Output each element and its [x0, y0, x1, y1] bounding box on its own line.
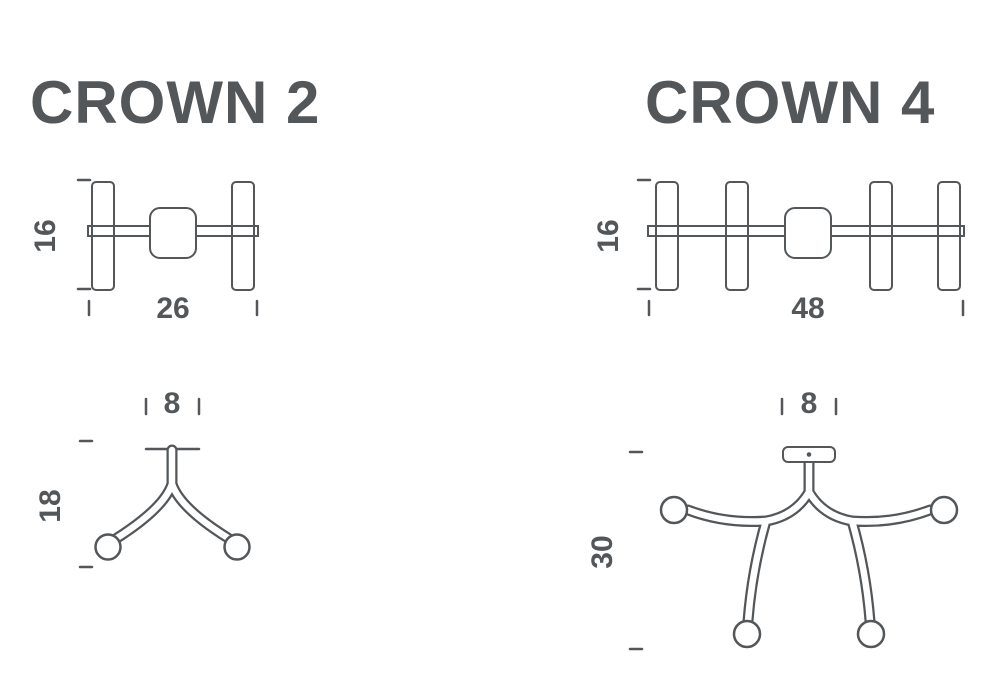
crown4-title: CROWN 4: [645, 69, 935, 136]
lamp-bulb: [732, 619, 762, 649]
lamp-bulb: [659, 495, 689, 525]
height-dimension-label: 16: [592, 219, 625, 252]
crown2-side-view: 16 26: [29, 178, 259, 325]
canopy-screw: [806, 452, 812, 457]
lamp-bulb: [223, 533, 251, 561]
crown2-title: CROWN 2: [30, 69, 320, 136]
ceiling-canopy: [784, 207, 832, 259]
lamp-bulb: [94, 533, 122, 561]
ceiling-canopy: [149, 207, 197, 259]
crown4-bottom-view: 8 30: [586, 387, 959, 651]
height-dimension-label: 30: [586, 535, 619, 568]
height-dimension-label: 18: [34, 489, 67, 522]
width-dimension-label: 26: [156, 292, 189, 325]
canopy-dimension-label: 8: [164, 387, 181, 420]
width-dimension-label: 48: [791, 292, 824, 325]
lamp-bulb: [929, 495, 959, 525]
height-dimension-label: 16: [29, 219, 62, 252]
arm-structure: [688, 462, 930, 621]
canopy-dimension-label: 8: [801, 387, 818, 420]
lamp-bulb: [856, 619, 886, 649]
crown4-side-view: 16 48: [592, 178, 965, 325]
crown2-bottom-view: 8 18: [34, 387, 251, 569]
